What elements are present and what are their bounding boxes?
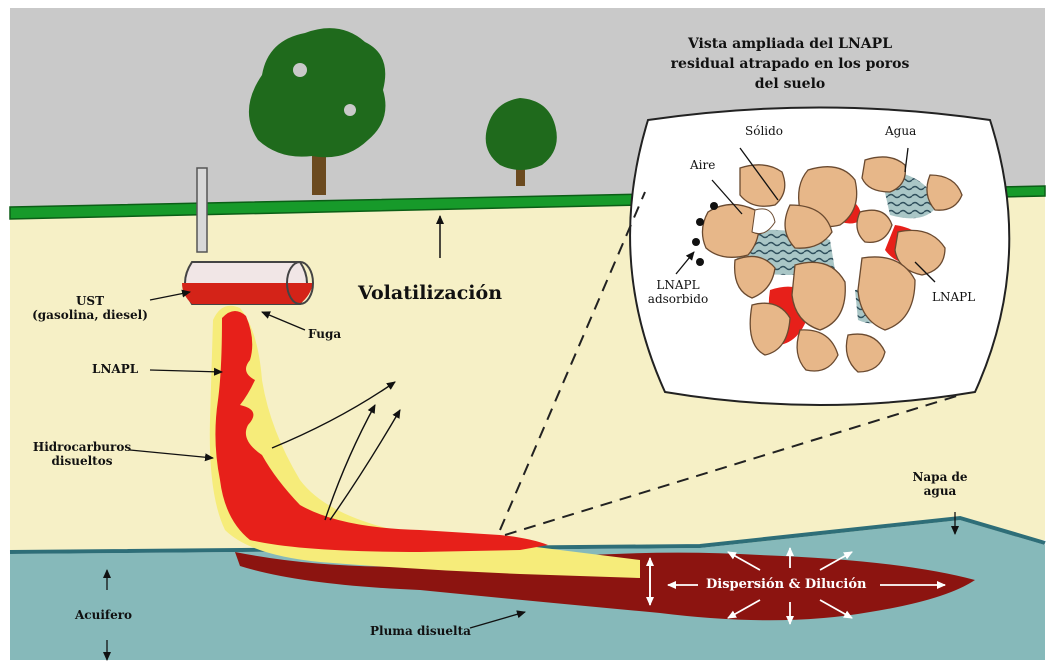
- label-inset-lnapl: LNAPL: [932, 290, 975, 304]
- magnifier-inset-icon: [630, 108, 1009, 406]
- label-ust-line-2: (gasolina, diesel): [20, 308, 160, 322]
- label-volatilizacion: Volatilización: [358, 282, 502, 304]
- label-hidrocarburos: Hidrocarburos disueltos: [26, 440, 138, 468]
- label-hidrocarburos-line-1: Hidrocarburos: [26, 440, 138, 454]
- label-lnapl-adsorbido-line-2: adsorbido: [638, 292, 718, 306]
- label-pluma-disuelta: Pluma disuelta: [370, 624, 471, 638]
- label-fuga: Fuga: [308, 327, 341, 341]
- inset-title-line-1: Vista ampliada del LNAPL: [660, 34, 920, 54]
- inset-title-line-2: residual atrapado en los poros: [660, 54, 920, 74]
- label-lnapl-adsorbido: LNAPL adsorbido: [638, 278, 718, 306]
- label-dispersion: Dispersión & Dilución: [706, 578, 867, 592]
- label-lnapl-adsorbido-line-1: LNAPL: [638, 278, 718, 292]
- label-napa-de-agua: Napa de agua: [900, 470, 980, 498]
- label-napa-line-2: agua: [900, 484, 980, 498]
- label-acuifero: Acuifero: [75, 608, 132, 622]
- label-solido: Sólido: [745, 124, 783, 138]
- label-agua: Agua: [885, 124, 916, 138]
- label-aire: Aire: [690, 158, 715, 172]
- inset-title: Vista ampliada del LNAPL residual atrapa…: [660, 34, 920, 94]
- label-napa-line-1: Napa de: [900, 470, 980, 484]
- label-hidrocarburos-line-2: disueltos: [26, 454, 138, 468]
- label-ust: UST (gasolina, diesel): [20, 294, 160, 322]
- inset-title-line-3: del suelo: [660, 74, 920, 94]
- label-lnapl: LNAPL: [92, 362, 138, 376]
- label-ust-line-1: UST: [20, 294, 160, 308]
